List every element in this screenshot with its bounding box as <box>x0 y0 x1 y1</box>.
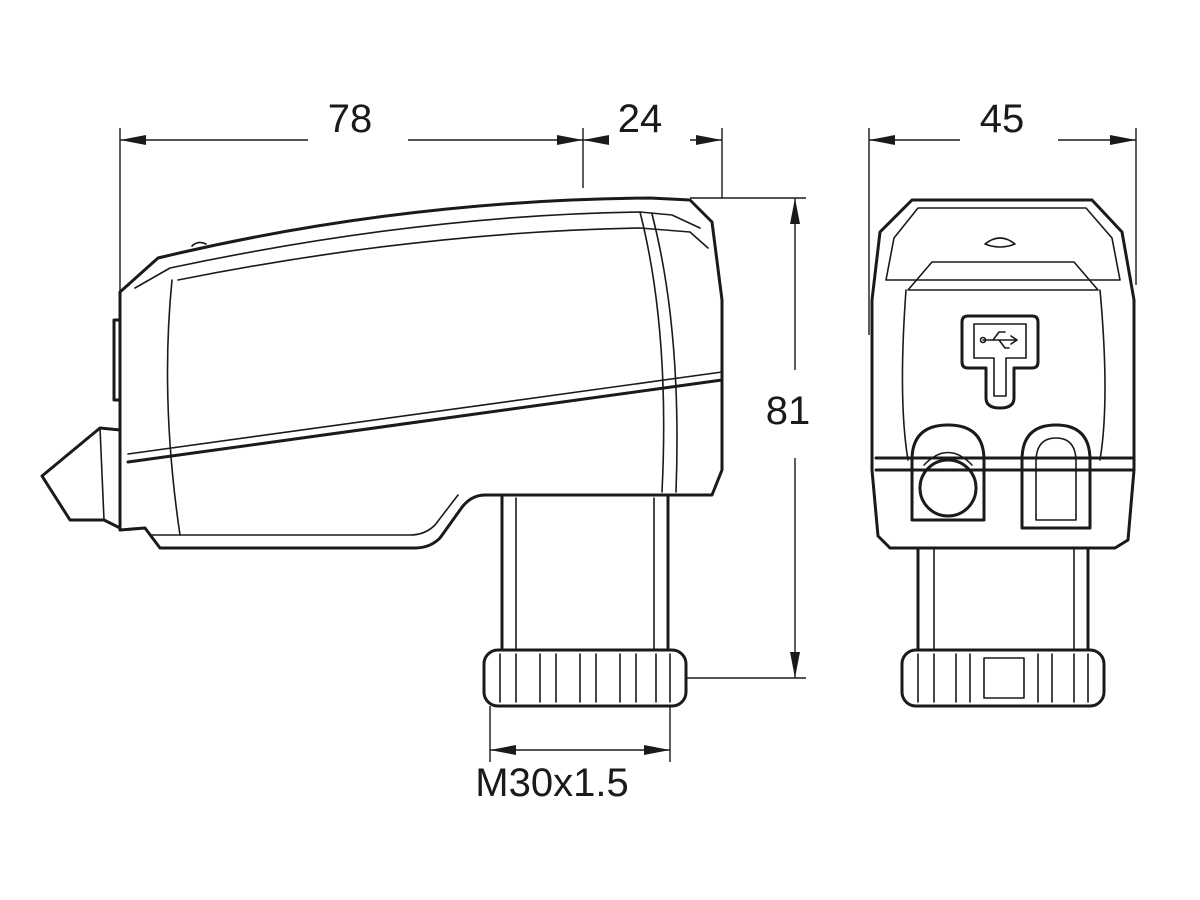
side-seam-line <box>126 378 724 464</box>
dimension-thread-label: M30x1.5 <box>475 761 628 805</box>
side-top-knob <box>191 241 207 247</box>
front-connector-left-ring <box>923 451 973 466</box>
dimension-24-label: 24 <box>618 97 663 141</box>
side-view <box>40 196 724 708</box>
dimension-78: 78 <box>119 97 584 300</box>
front-top-slot <box>984 237 1016 248</box>
front-cover-outline <box>885 207 1121 281</box>
dimension-78-label: 78 <box>328 97 373 141</box>
side-panel-line-left <box>166 279 181 536</box>
front-cover-inner <box>907 261 1099 291</box>
side-cable-gland-line <box>99 427 105 521</box>
front-view <box>870 198 1136 708</box>
side-bottom-edge <box>149 494 459 536</box>
front-usb-port <box>960 314 1040 410</box>
front-stem-inner <box>933 547 1075 651</box>
side-nut-ribs <box>499 653 671 703</box>
side-stem-inner <box>515 497 655 651</box>
front-side-line-right <box>1099 289 1106 461</box>
side-stem <box>500 493 670 652</box>
dimension-thread: M30x1.5 <box>475 706 671 805</box>
dimension-24: 24 <box>583 97 723 198</box>
side-cable-gland <box>40 426 122 530</box>
front-housing-outline <box>870 198 1136 550</box>
front-stem <box>916 546 1090 652</box>
side-housing-outline <box>118 196 724 550</box>
side-panel-line-right <box>639 211 665 493</box>
side-rear-button <box>112 318 122 402</box>
dimension-81-label: 81 <box>766 389 811 433</box>
side-cover-edge <box>134 211 701 289</box>
dimension-45: 45 <box>868 97 1137 335</box>
dimension-81: 81 <box>686 197 811 679</box>
side-cover-inner-edge <box>177 227 709 281</box>
side-panel-line-right-2 <box>651 213 678 493</box>
front-connector-right-inner <box>1035 437 1077 521</box>
usb-icon <box>979 331 1018 349</box>
side-seam-line-inner <box>127 371 723 455</box>
front-connector-left-plug <box>918 458 978 518</box>
front-connector-left-housing <box>910 423 986 522</box>
front-usb-port-inner <box>973 323 1027 397</box>
front-side-line-left <box>901 289 909 461</box>
front-connector-right <box>1020 423 1092 530</box>
front-knurled-nut <box>900 648 1106 708</box>
front-belt-line <box>874 456 1134 472</box>
dimension-45-label: 45 <box>980 97 1025 141</box>
front-nut-ribs <box>917 653 1089 703</box>
